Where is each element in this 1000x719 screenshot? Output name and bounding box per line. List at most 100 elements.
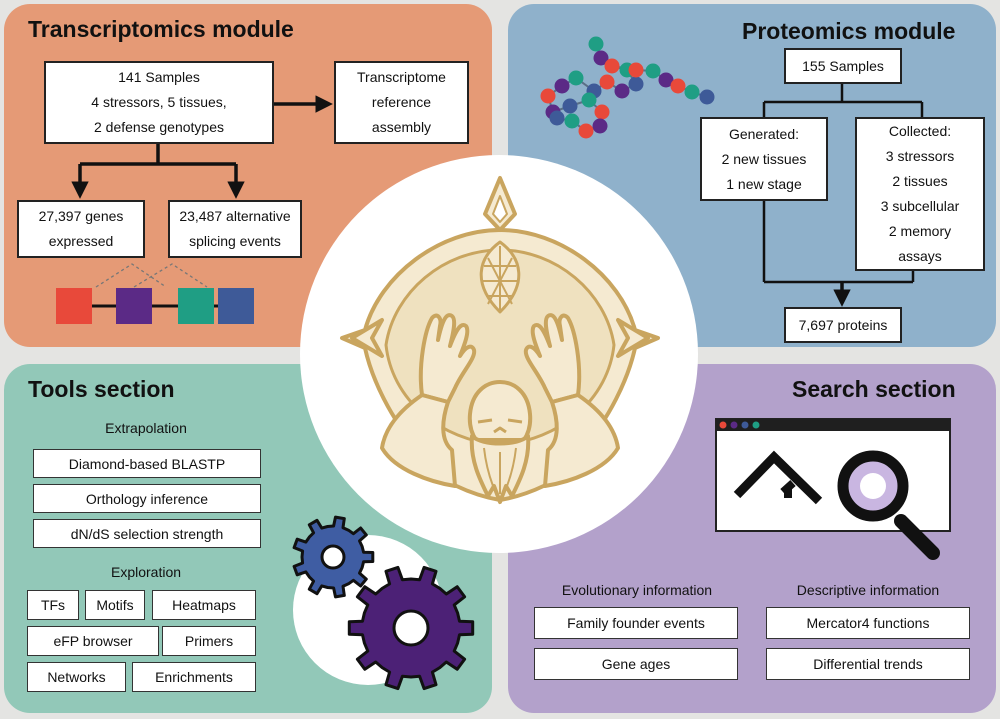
amino-acid-bead <box>670 78 686 94</box>
exon-block <box>218 288 254 324</box>
search-item-differential-trends[interactable]: Differential trends <box>766 648 970 680</box>
samples-line-3: 2 defense genotypes <box>94 119 224 135</box>
splice-junction-1 <box>95 263 167 288</box>
transcriptomics-title: Transcriptomics module <box>28 16 294 42</box>
assembly-line-1: Transcriptome <box>357 69 446 85</box>
tool-label-blastp: Diamond-based BLASTP <box>68 455 226 472</box>
collected-line-4: 3 subcellular <box>880 198 960 214</box>
amino-acid-bead <box>562 98 578 114</box>
amino-acid-bead <box>658 72 674 88</box>
tool-item-dnds[interactable]: dN/dS selection strength <box>33 519 261 548</box>
protein-samples-label: 155 Samples <box>802 57 884 74</box>
samples-line-2: 4 stressors, 5 tissues, <box>91 94 227 110</box>
amino-acid-bead <box>599 74 615 90</box>
exon-block <box>178 288 214 324</box>
splice-junction-2 <box>133 263 208 288</box>
search-label-founder-events: Family founder events <box>567 615 705 631</box>
amino-acid-bead <box>568 70 584 86</box>
amino-acid-bead <box>604 58 620 74</box>
tree-branch-icon <box>780 480 796 498</box>
amino-acid-bead <box>592 118 608 134</box>
exon-block <box>56 288 92 324</box>
window-dot <box>752 421 760 429</box>
amino-acid-bead <box>564 113 580 129</box>
left-finial-icon <box>350 318 384 358</box>
genes-line-2: expressed <box>48 233 114 249</box>
extrapolation-heading: Extrapolation <box>105 420 187 436</box>
proteomics-title: Proteomics module <box>742 18 956 44</box>
search-label-gene-ages: Gene ages <box>601 656 671 672</box>
browser-titlebar <box>716 419 950 431</box>
tool-item-enrichments[interactable]: Enrichments <box>132 662 256 692</box>
samples-box: 141 Samples 4 stressors, 5 tissues, 2 de… <box>44 61 274 144</box>
tool-item-primers[interactable]: Primers <box>162 626 256 656</box>
exon-model <box>56 288 254 324</box>
tool-item-motifs[interactable]: Motifs <box>85 590 145 620</box>
generated-box: Generated: 2 new tissues 1 new stage <box>700 117 828 201</box>
pine-cone-scales <box>481 246 519 310</box>
tools-title: Tools section <box>28 376 175 402</box>
genes-line-1: 27,397 genes <box>38 208 124 224</box>
collected-line-6: assays <box>898 248 942 264</box>
amino-acid-bead <box>628 76 644 92</box>
top-finial-inner <box>492 195 508 223</box>
beard-strands <box>483 447 517 494</box>
search-label-mercator4: Mercator4 functions <box>806 615 930 631</box>
genes-expressed-box: 27,397 genes expressed <box>17 200 145 258</box>
search-item-founder-events[interactable]: Family founder events <box>534 607 738 639</box>
search-item-gene-ages[interactable]: Gene ages <box>534 648 738 680</box>
tool-item-heatmaps[interactable]: Heatmaps <box>152 590 256 620</box>
search-label-differential-trends: Differential trends <box>813 656 923 672</box>
amino-acid-bead <box>588 36 604 52</box>
samples-line-1: 141 Samples <box>118 69 200 85</box>
large-gear-hole <box>392 609 430 647</box>
generated-line-3: 1 new stage <box>726 175 802 192</box>
collected-box: Collected: 3 stressors 2 tissues 3 subce… <box>855 117 985 271</box>
tool-label-heatmaps: Heatmaps <box>172 597 236 613</box>
tool-label-motifs: Motifs <box>96 597 134 613</box>
splicing-line-2: splicing events <box>189 233 281 249</box>
search-title: Search section <box>792 376 956 402</box>
small-gear-hole <box>320 544 346 570</box>
exploration-heading: Exploration <box>110 564 182 580</box>
tool-item-orthology[interactable]: Orthology inference <box>33 484 261 513</box>
left-arm-icon <box>380 393 457 488</box>
tool-label-orthology: Orthology inference <box>85 490 209 507</box>
splicing-events-box: 23,487 alternative splicing events <box>168 200 302 258</box>
amino-acid-bead <box>554 78 570 94</box>
search-item-mercator4[interactable]: Mercator4 functions <box>766 607 970 639</box>
right-hand-icon <box>523 313 582 404</box>
tool-label-enrichments: Enrichments <box>155 669 233 685</box>
window-control-dots <box>719 421 760 429</box>
amino-acid-bead <box>593 50 609 66</box>
collected-line-2: 3 stressors <box>885 148 955 164</box>
amino-acid-bead <box>628 62 644 78</box>
tool-item-efp-browser[interactable]: eFP browser <box>27 626 159 656</box>
assembly-line-2: reference <box>371 94 432 110</box>
right-finial-icon <box>616 318 650 358</box>
generated-line-2: 2 new tissues <box>721 150 807 167</box>
tool-label-tfs: TFs <box>40 597 66 613</box>
amino-acid-bead <box>549 110 565 126</box>
generated-line-1: Generated: <box>728 125 800 142</box>
tool-item-blastp[interactable]: Diamond-based BLASTP <box>33 449 261 478</box>
tool-item-tfs[interactable]: TFs <box>27 590 79 620</box>
tool-label-efp-browser: eFP browser <box>53 633 133 649</box>
tool-label-networks: Networks <box>47 669 106 685</box>
amino-acid-bead <box>594 104 610 120</box>
collected-line-3: 2 tissues <box>892 173 948 189</box>
assembly-line-3: assembly <box>371 119 432 135</box>
descriptive-heading: Descriptive information <box>796 582 940 598</box>
exon-block <box>116 288 152 324</box>
amino-acid-bead <box>578 123 594 139</box>
tool-item-networks[interactable]: Networks <box>27 662 126 692</box>
amino-acid-bead <box>614 83 630 99</box>
protein-samples-box: 155 Samples <box>784 48 902 84</box>
window-dot <box>730 421 738 429</box>
amino-acid-bead <box>684 84 700 100</box>
evolutionary-heading: Evolutionary information <box>561 582 713 598</box>
tree-icon <box>733 450 823 505</box>
